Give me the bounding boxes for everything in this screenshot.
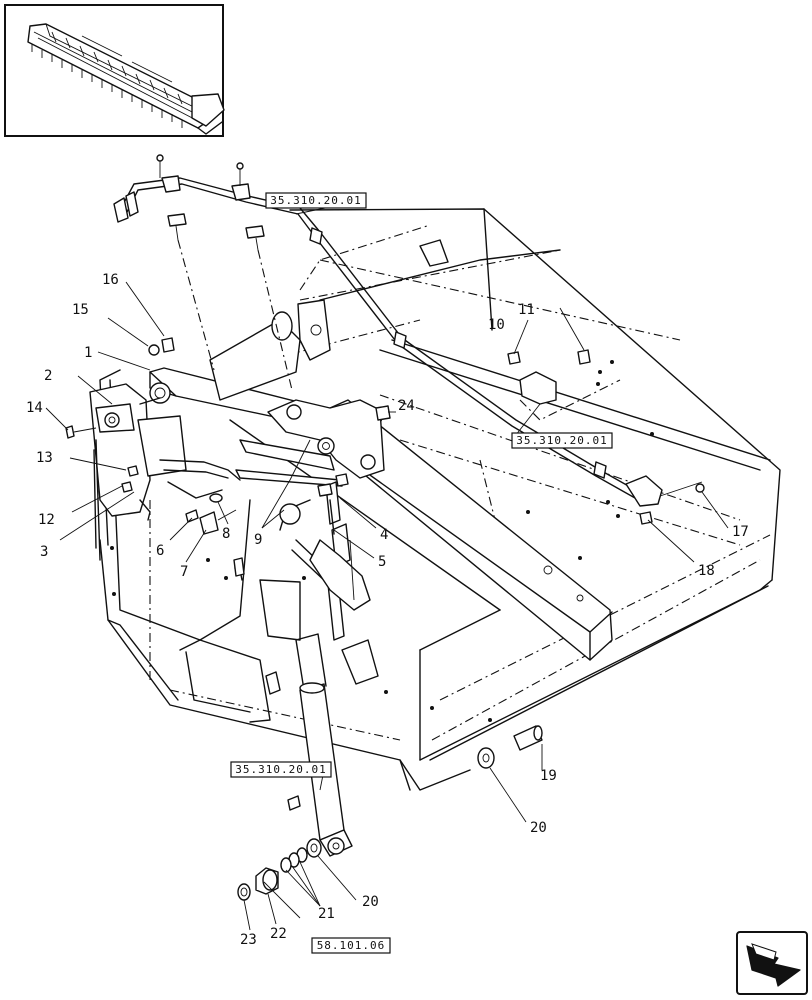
left-side-sheet	[109, 379, 301, 723]
callout-3: 3	[40, 544, 48, 560]
header-assembly-thumbnail[interactable]	[4, 4, 225, 137]
callout-4: 4	[380, 527, 388, 543]
callout-18: 18	[698, 563, 715, 579]
callout-9: 9	[254, 532, 262, 548]
callout-24: 24	[398, 398, 415, 414]
callout-5: 5	[378, 554, 386, 570]
callout-19: 19	[540, 768, 557, 784]
callout-20: 20	[530, 820, 547, 836]
callout-21: 21	[318, 906, 335, 922]
callout-22: 22	[270, 926, 287, 942]
callout-14: 14	[26, 400, 43, 416]
callout-11: 11	[518, 302, 535, 318]
middle-linkage	[233, 481, 379, 685]
next-page-arrow-icon[interactable]	[736, 931, 808, 995]
pivot-plate	[235, 399, 385, 487]
callout-15: 15	[72, 302, 89, 318]
callout-23: 23	[240, 932, 257, 948]
reference-box[interactable]: 58.101.06	[311, 937, 391, 954]
bushing-washer-stack	[237, 838, 322, 901]
reference-box[interactable]: 35.310.20.01	[230, 761, 332, 778]
callout-13: 13	[36, 450, 53, 466]
left-bracket-assembly	[89, 383, 187, 561]
header-frame	[99, 208, 781, 791]
svg-text:35.310.20.01: 35.310.20.01	[235, 763, 326, 776]
svg-text:58.101.06: 58.101.06	[317, 939, 386, 952]
callout-2: 2	[44, 368, 52, 384]
callout-7: 7	[180, 564, 188, 580]
svg-text:35.310.20.01: 35.310.20.01	[516, 434, 607, 447]
callout-20: 20	[362, 894, 379, 910]
upper-cross-tube	[209, 299, 331, 401]
callout-10: 10	[488, 317, 505, 333]
callout-12: 12	[38, 512, 55, 528]
callout-labels: 1 2 3 4 5 6 7 8 9 10 11 12 13 14 15 16 1…	[26, 272, 749, 948]
reference-box[interactable]: 35.310.20.01	[265, 192, 367, 209]
callout-6: 6	[156, 543, 164, 559]
callout-1: 1	[84, 345, 92, 361]
pivot-pin-right	[477, 725, 543, 769]
callout-16: 16	[102, 272, 119, 288]
reference-box[interactable]: 35.310.20.01	[511, 432, 613, 449]
svg-text:35.310.20.01: 35.310.20.01	[270, 194, 361, 207]
callout-17: 17	[732, 524, 749, 540]
leader-lines	[45, 199, 729, 931]
callout-8: 8	[222, 526, 230, 542]
